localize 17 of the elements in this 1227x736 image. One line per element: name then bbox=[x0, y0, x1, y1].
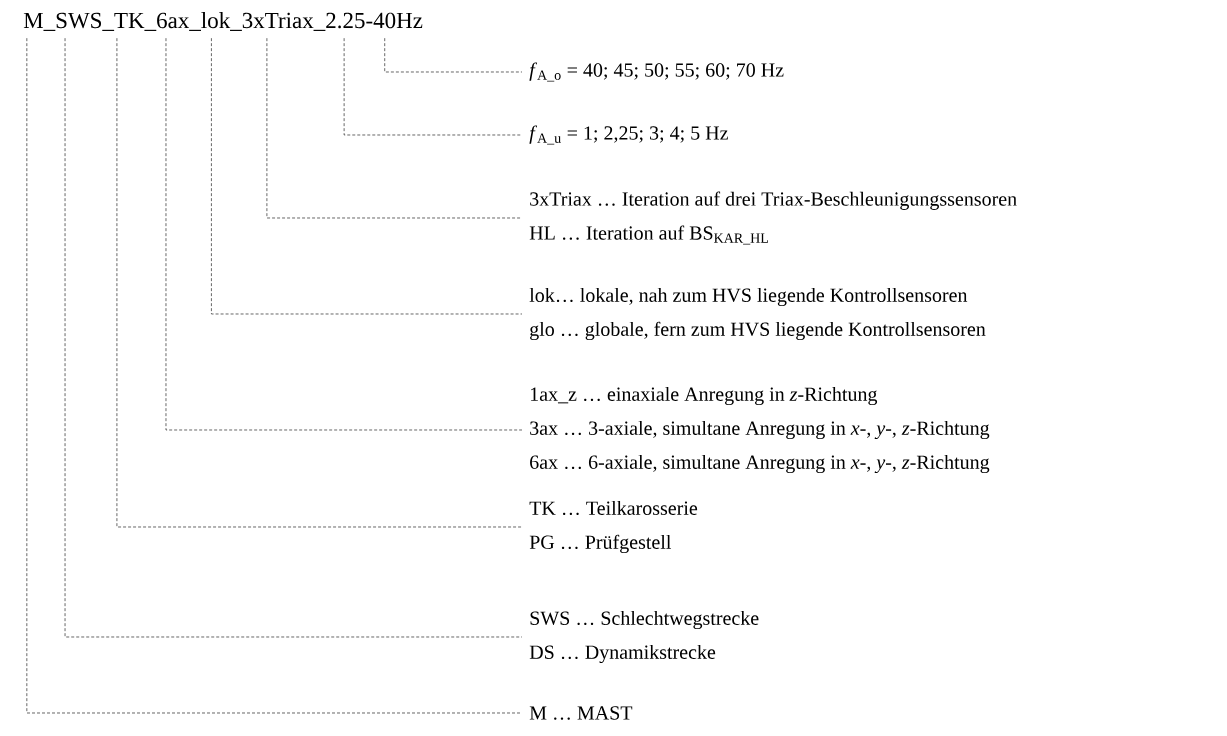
definition-text: 3xTriax … Iteration auf drei Triax-Beschleunigungssensoren HL … Iteration auf BS$_{KAR_HL}$ bbox=[529, 191, 1017, 245]
definition-text: f$_{A_u}$ = 1; 2,25; 3; 4; 5 Hz bbox=[529, 125, 728, 145]
leader-line bbox=[266, 37, 523, 219]
leader-line bbox=[64, 37, 523, 638]
definition-text: M … MAST bbox=[529, 706, 633, 720]
code-label: M_SWS_TK_6ax_lok_3xTriax_2.25-40Hz bbox=[23, 12, 423, 31]
definition-text: TK … Teilkarosserie PG … Prüfgestell bbox=[529, 500, 698, 554]
leader-line bbox=[343, 37, 523, 136]
leader-line bbox=[165, 37, 523, 431]
definition-text: 1ax_z … einaxiale Anregung in z-Richtung 3ax … 3-axiale, simultane Anregung in x-, y-, z-Richtung 6ax … 6-axiale, simultane Anregung in x-, y-, z-Richtung bbox=[530, 386, 990, 474]
leader-line bbox=[384, 37, 523, 73]
leader-line bbox=[26, 37, 523, 714]
leader-line bbox=[211, 37, 523, 315]
leader-line bbox=[116, 37, 523, 528]
definition-text: lok… lokale, nah zum HVS liegende Kontrollsensoren glo … globale, fern zum HVS liegende Kontrollsensoren bbox=[529, 287, 986, 341]
definition-text: SWS … Schlechtwegstrecke DS … Dynamikstrecke bbox=[529, 610, 759, 664]
definition-text: f$_{A_o}$ = 40; 45; 50; 55; 60; 70 Hz bbox=[529, 62, 784, 82]
